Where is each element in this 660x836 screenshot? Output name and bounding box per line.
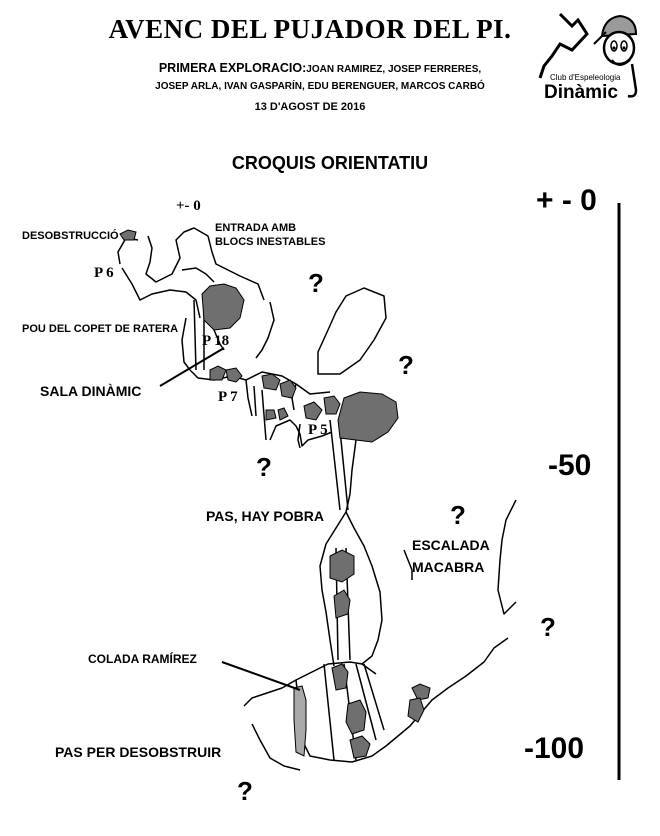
sala-dinamic-label: SALA DINÀMIC — [40, 383, 142, 399]
logo-small-text: Club d'Espeleologia — [550, 73, 621, 82]
p5-label: P 5 — [308, 422, 328, 438]
colada-flowstone — [293, 685, 307, 757]
diagram-subtitle: CROQUIS ORIENTATIU — [231, 153, 429, 173]
depth-mark-100: -100 — [524, 732, 585, 765]
rock-blocks — [119, 229, 431, 759]
unknown-marker-2: ? — [398, 350, 414, 380]
colada-ramirez-label: COLADA RAMÍREZ — [88, 652, 197, 666]
depth-mark-50: -50 — [548, 449, 592, 482]
exploration-lead: PRIMERA EXPLORACIO: — [158, 61, 307, 75]
club-logo: Club d'Espeleologia Dinàmic — [532, 4, 647, 104]
p6-label: P 6 — [94, 265, 114, 281]
p18-label: P 18 — [202, 333, 230, 349]
p7-label: P 7 — [218, 389, 238, 405]
entrada-line-2: BLOCS INESTABLES — [215, 236, 326, 248]
exploration-credits: PRIMERA EXPLORACIO:JOAN RAMIREZ, JOSEP F… — [110, 60, 530, 95]
exploration-line-2: JOSEP ARLA, IVAN GASPARÍN, EDU BERENGUER… — [155, 81, 485, 92]
cave-title: AVENC DEL PUJADOR DEL PI. — [108, 14, 512, 44]
unknown-marker-5: ? — [540, 612, 556, 642]
escalada-macabra-label: ESCALADA MACABRA — [412, 534, 490, 578]
pas-per-desobstruir-label: PAS PER DESOBSTRUIR — [55, 744, 222, 760]
cave-walls — [117, 227, 517, 771]
escalada-line-1: ESCALADA — [412, 537, 490, 553]
entrance-depth-label: +- 0 — [176, 198, 201, 214]
unknown-marker-6: ? — [237, 776, 253, 806]
unknown-marker-1: ? — [308, 268, 324, 298]
entrada-line-1: ENTRADA AMB — [215, 222, 297, 234]
pou-copet-label: POU DEL COPET DE RATERA — [22, 323, 179, 335]
entrada-label: ENTRADA AMB BLOCS INESTABLES — [215, 221, 325, 249]
pas-hay-pobra-label: PAS, HAY POBRA — [206, 508, 324, 524]
escalada-line-2: MACABRA — [412, 559, 485, 575]
pointer-colada — [221, 661, 301, 691]
pointer-sala — [159, 347, 225, 387]
depth-mark-0: + - 0 — [536, 184, 597, 217]
unknown-marker-4: ? — [450, 500, 466, 530]
logo-name: Dinàmic — [544, 82, 618, 103]
unknown-marker-3: ? — [256, 452, 272, 482]
exploration-line-1: JOAN RAMIREZ, JOSEP FERRERES, — [306, 64, 482, 75]
desobstruccio-label: DESOBSTRUCCIÓ — [22, 230, 119, 242]
caver-logo-icon — [538, 12, 638, 98]
exploration-date: 13 D'AGOST DE 2016 — [254, 101, 366, 113]
